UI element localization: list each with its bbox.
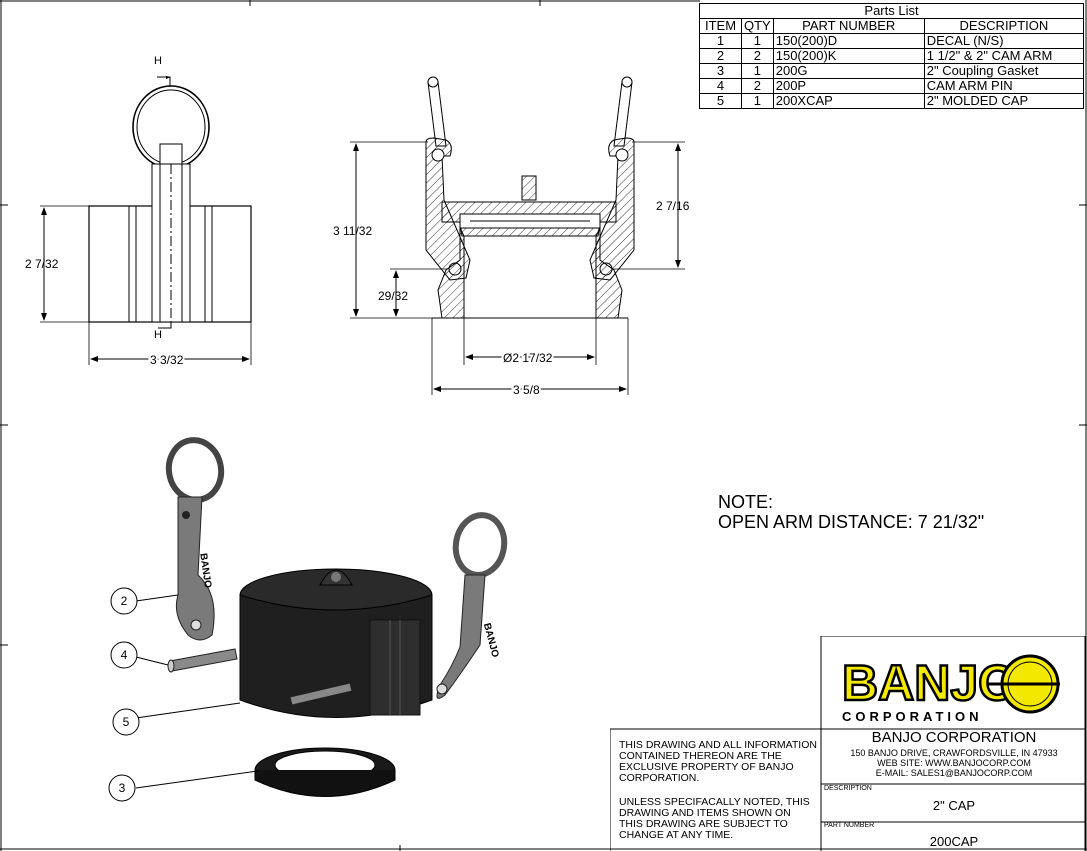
cell-part-number: 150(200)D: [772, 33, 925, 49]
balloon-3: 3: [108, 774, 136, 802]
header-description: DESCRIPTION: [923, 18, 1085, 34]
cell-description: DECAL (N/S): [923, 33, 1085, 49]
note-label: NOTE:: [718, 492, 774, 512]
table-row: 4 2 200P CAM ARM PIN: [699, 78, 1085, 94]
table-row: 2 2 150(200)K 1 1/2" & 2" CAM ARM: [699, 48, 1085, 64]
cell-description: 2" Coupling Gasket: [923, 63, 1085, 79]
arm-height-dim: 2 7/16: [656, 199, 690, 213]
svg-text:3: 3: [119, 781, 126, 795]
title-block-frame: [610, 636, 1086, 851]
balloon-5: 5: [112, 708, 140, 736]
cell-item: 5: [699, 93, 742, 109]
molded-cap: [239, 568, 433, 718]
change-notice: UNLESS SPECIFACALLY NOTED, THIS DRAWING …: [619, 796, 810, 841]
parts-list-header-row: ITEM QTY PART NUMBER DESCRIPTION: [699, 18, 1085, 34]
side-width-dim: 3 5/8: [513, 383, 540, 397]
note-block: NOTE: OPEN ARM DISTANCE: 7 21/32": [718, 492, 984, 532]
note-text: OPEN ARM DISTANCE: 7 21/32": [718, 512, 985, 532]
cell-item: 1: [699, 33, 742, 49]
cam-arm-pin: [167, 648, 238, 673]
total-height-dim: 3 11/32: [333, 224, 372, 238]
header-item: ITEM: [699, 18, 742, 34]
gasket: [254, 747, 396, 797]
cell-qty: 2: [741, 48, 774, 64]
ownership-notice: THIS DRAWING AND ALL INFORMATION CONTAIN…: [619, 739, 817, 784]
company-web: WEB SITE: WWW.BANJOCORP.COM: [877, 758, 1031, 768]
description-value: 2" CAP: [932, 798, 976, 813]
front-width-dim: 3 3/32: [150, 353, 184, 367]
lower-height-dim: 29/32: [378, 289, 408, 303]
table-row: 3 1 200G 2" Coupling Gasket: [699, 63, 1085, 79]
balloon-2: 2: [110, 587, 138, 615]
cell-qty: 1: [741, 63, 774, 79]
svg-text:2: 2: [121, 594, 128, 608]
front-view: H H 2 7/32 3 3/32: [25, 55, 252, 369]
table-row: 1 1 150(200)D DECAL (N/S): [699, 33, 1085, 49]
logo-sub: CORPORATION: [842, 709, 983, 724]
section-view: 3 11/32 29/32 2 7/16 Ø2 17/32 3 5/8: [333, 76, 690, 399]
section-mark-bottom: H: [154, 329, 162, 341]
cell-qty: 2: [741, 78, 774, 94]
cell-qty: 1: [741, 33, 774, 49]
cell-part-number: 200G: [772, 63, 925, 79]
cam-arm-left-text: BANJO: [197, 553, 213, 589]
cell-description: 2" MOLDED CAP: [923, 93, 1085, 109]
cell-qty: 1: [741, 93, 774, 109]
header-part-number: PART NUMBER: [772, 18, 925, 34]
balloon-4: 4: [110, 641, 138, 669]
exploded-view: BANJO BANJO 2 4 5: [108, 437, 508, 802]
cell-part-number: 150(200)K: [772, 48, 925, 64]
front-height-dim: 2 7/32: [25, 257, 59, 271]
table-row: 5 1 200XCAP 2" MOLDED CAP: [699, 93, 1085, 109]
right-arm-handle: [613, 81, 633, 147]
section-mark-top: H: [154, 55, 162, 67]
banjo-logo: BANJO CORPORATION: [841, 654, 1060, 724]
svg-text:5: 5: [123, 715, 130, 729]
part-number-label: PART NUMBER: [824, 822, 875, 829]
cell-part-number: 200P: [772, 78, 925, 94]
company-email: E-MAIL: SALES1@BANJOCORP.COM: [875, 768, 1033, 778]
cell-part-number: 200XCAP: [772, 93, 925, 109]
cell-description: 1 1/2" & 2" CAM ARM: [923, 48, 1085, 64]
svg-text:4: 4: [121, 648, 128, 662]
left-arm-handle: [427, 81, 447, 147]
bore-dim: Ø2 17/32: [503, 351, 553, 365]
cap-lug: [521, 175, 537, 201]
parts-list-title: Parts List: [699, 3, 1084, 19]
front-arm-top: [159, 143, 183, 165]
header-qty: QTY: [741, 18, 774, 34]
cam-arm-right-text: BANJO: [481, 622, 501, 659]
logo-word: BANJO: [842, 655, 1017, 711]
company-name: BANJO CORPORATION: [871, 729, 1037, 746]
description-label: DESCRIPTION: [824, 785, 872, 792]
cell-description: CAM ARM PIN: [923, 78, 1085, 94]
parts-list-table: Parts List ITEM QTY PART NUMBER DESCRIPT…: [699, 3, 1085, 109]
cam-arm-right: BANJO: [436, 512, 508, 699]
cam-arm-left: BANJO: [165, 437, 225, 641]
company-address: 150 BANJO DRIVE, CRAWFORDSVILLE, IN 4793…: [850, 748, 1058, 758]
part-number-value: 200CAP: [929, 834, 979, 849]
